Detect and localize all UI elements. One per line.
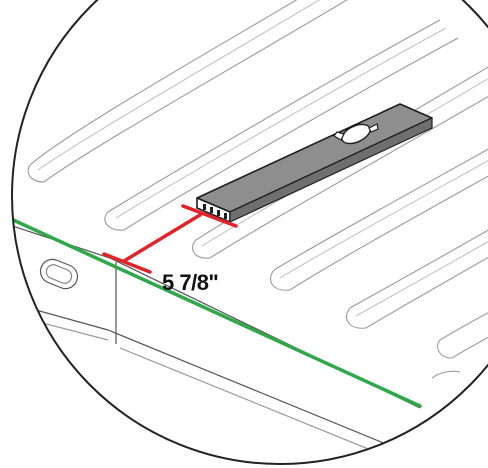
bed-edge-line (12, 212, 422, 408)
measurement-label: 5 7/8" (162, 270, 218, 295)
oval-slot-icon (39, 258, 79, 290)
measure-end-cap-top (181, 204, 238, 228)
bed-ribs (27, 0, 488, 379)
bed-rib (437, 285, 488, 359)
measure-line (122, 213, 202, 263)
bed-rib (270, 119, 488, 291)
bed-rib (346, 199, 488, 329)
measure-end-cap-bottom (102, 252, 152, 274)
keyhole-icon (333, 123, 379, 145)
bed-rib (104, 19, 459, 231)
strip-teeth (203, 204, 227, 219)
lens-background (12, 0, 488, 464)
bed-rib (27, 0, 351, 183)
lens-border (11, 0, 488, 465)
measurement-indicator (102, 204, 238, 274)
